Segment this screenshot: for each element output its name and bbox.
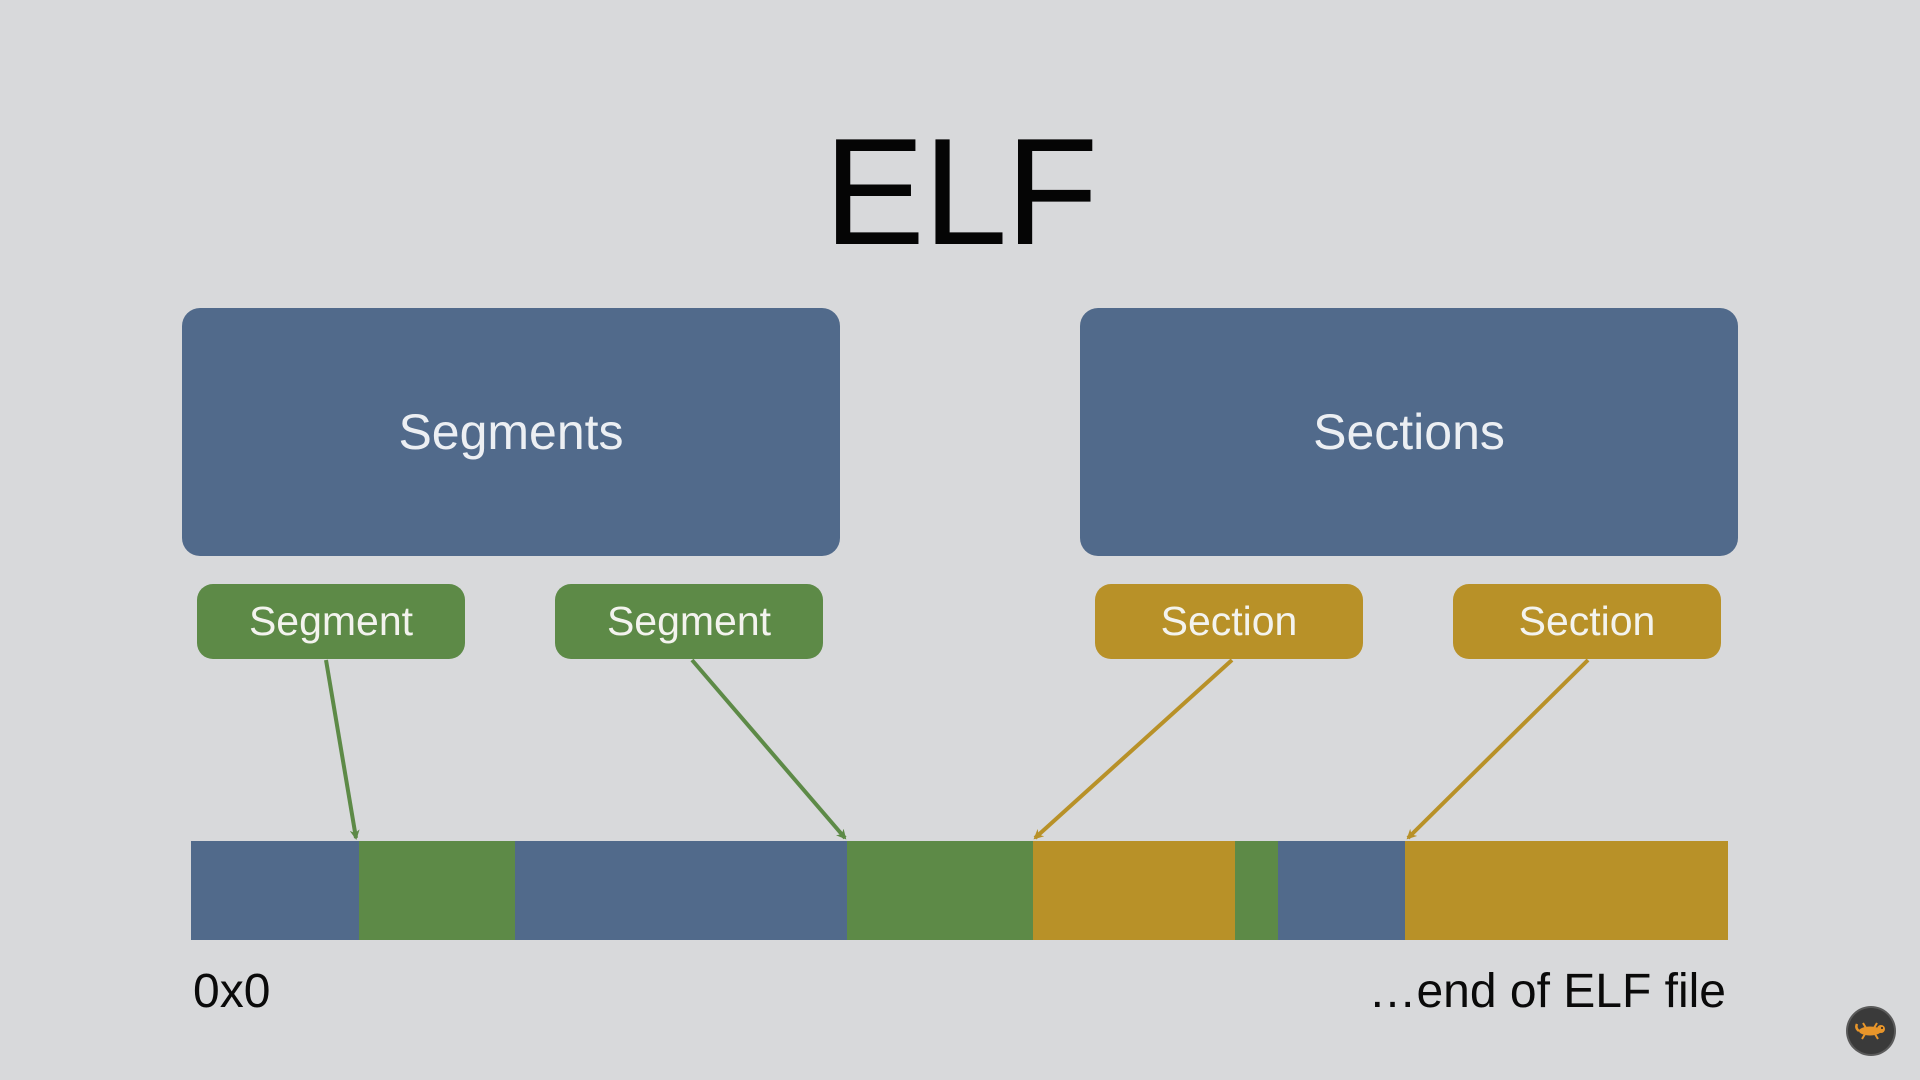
file-block-section-5 [1033,841,1235,940]
section-item-2: Section [1453,584,1721,659]
segment-arrow-1 [324,659,360,840]
section-arrow-2 [1406,658,1590,840]
file-block-section-8 [1405,841,1728,940]
file-block-segment-4 [847,841,1034,940]
sections-container: Sections [1080,308,1738,556]
segments-container: Segments [182,308,840,556]
file-block-other-1 [191,841,359,940]
file-block-other-7 [1277,841,1406,940]
diagram-title: ELF [823,107,1099,277]
segment-item-2: Segment [555,584,823,659]
file-block-segment-6 [1234,841,1278,940]
elf-file-layout-bar [191,841,1728,940]
section-item-1: Section [1095,584,1363,659]
segment-arrow-2 [690,658,847,840]
gecko-logo-icon [1848,1008,1894,1054]
file-block-segment-2 [358,841,516,940]
end-of-file-label: …end of ELF file [1368,965,1726,1018]
section-arrow-1 [1033,658,1234,840]
start-address-label: 0x0 [193,965,271,1018]
file-block-other-3 [515,841,848,940]
segment-item-1: Segment [197,584,465,659]
